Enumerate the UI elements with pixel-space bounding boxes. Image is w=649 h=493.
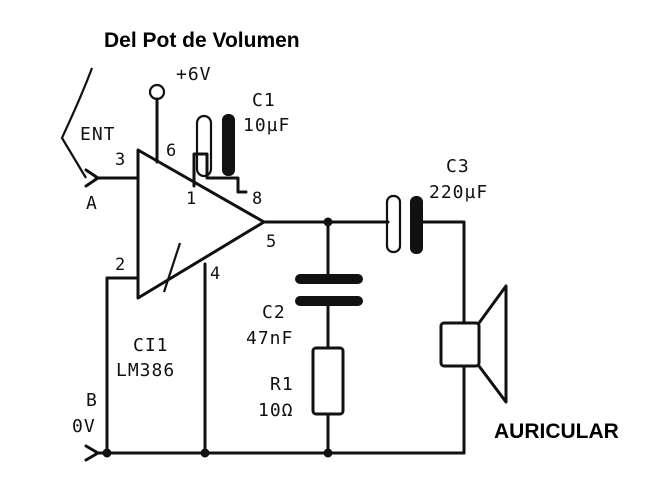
supply-label: +6V xyxy=(176,64,212,85)
title: Del Pot de Volumen xyxy=(104,29,300,52)
input-label: ENT xyxy=(80,124,116,145)
pin-number: 3 xyxy=(115,150,125,170)
c1-ref: C1 xyxy=(252,90,276,111)
ground-node-label: B xyxy=(86,390,98,411)
supply-terminal xyxy=(148,83,166,101)
c1-plate-solid xyxy=(222,114,235,176)
input-node-label: A xyxy=(86,193,98,214)
pin-number: 4 xyxy=(210,264,220,284)
ground-label: 0V xyxy=(72,416,96,437)
pin-number: 8 xyxy=(252,189,262,209)
ground-junction-dot xyxy=(200,448,210,458)
pin-number: 6 xyxy=(166,141,176,161)
c2-plate-top xyxy=(295,274,363,284)
c3-value: 220µF xyxy=(429,182,488,203)
c2-plate-bottom xyxy=(295,296,363,306)
ground-junction-dot xyxy=(102,448,112,458)
ground-junction-dot xyxy=(323,448,333,458)
speaker-cone xyxy=(477,284,508,404)
r1-ref: R1 xyxy=(270,374,294,395)
c1-wiring xyxy=(192,152,248,194)
c1-plate-open xyxy=(195,114,213,178)
r1-value: 10Ω xyxy=(258,400,294,421)
ic-label-leader xyxy=(162,242,182,293)
c3-plate-open xyxy=(385,194,402,254)
pin-number: 1 xyxy=(186,189,196,209)
c3-ref: C3 xyxy=(446,156,470,177)
c2-ref: C2 xyxy=(262,302,286,323)
c2-value: 47nF xyxy=(246,328,293,349)
pin-number: 2 xyxy=(115,255,125,275)
pin-number: 5 xyxy=(266,232,276,252)
c1-value: 10µF xyxy=(243,115,290,136)
r1-body xyxy=(311,346,345,416)
c3-plate-solid xyxy=(410,196,423,254)
speaker-magnet xyxy=(439,321,481,368)
input-wire-from-pot xyxy=(60,67,94,179)
ic-part: LM386 xyxy=(116,360,175,381)
speaker-label: AURICULAR xyxy=(494,420,619,443)
ic-ref: CI1 xyxy=(133,335,169,356)
ic-triangle xyxy=(136,148,266,300)
